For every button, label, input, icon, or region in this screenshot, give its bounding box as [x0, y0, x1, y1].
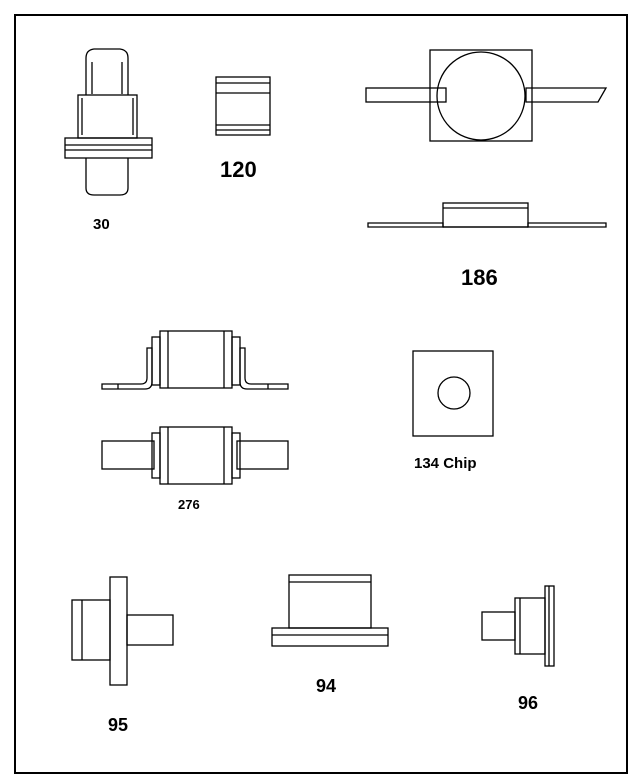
package-276-side-drawing — [101, 330, 289, 390]
package-120-drawing — [215, 76, 271, 136]
label-276: 276 — [178, 497, 200, 512]
package-186-top-drawing — [365, 49, 608, 142]
package-96-drawing — [481, 585, 555, 667]
label-186: 186 — [461, 265, 498, 290]
package-276-top-drawing — [101, 426, 289, 485]
package-94-drawing — [271, 574, 389, 647]
label-95: 95 — [108, 715, 129, 735]
package-186-side-drawing — [367, 202, 607, 228]
label-94: 94 — [316, 676, 337, 696]
package-30-drawing — [64, 48, 153, 196]
label-134-chip: 134 Chip — [414, 455, 477, 472]
package-95-drawing — [71, 576, 174, 686]
package-134-chip-drawing — [412, 350, 494, 437]
label-30: 30 — [93, 216, 110, 233]
label-96: 96 — [518, 693, 539, 713]
label-120: 120 — [220, 157, 257, 182]
